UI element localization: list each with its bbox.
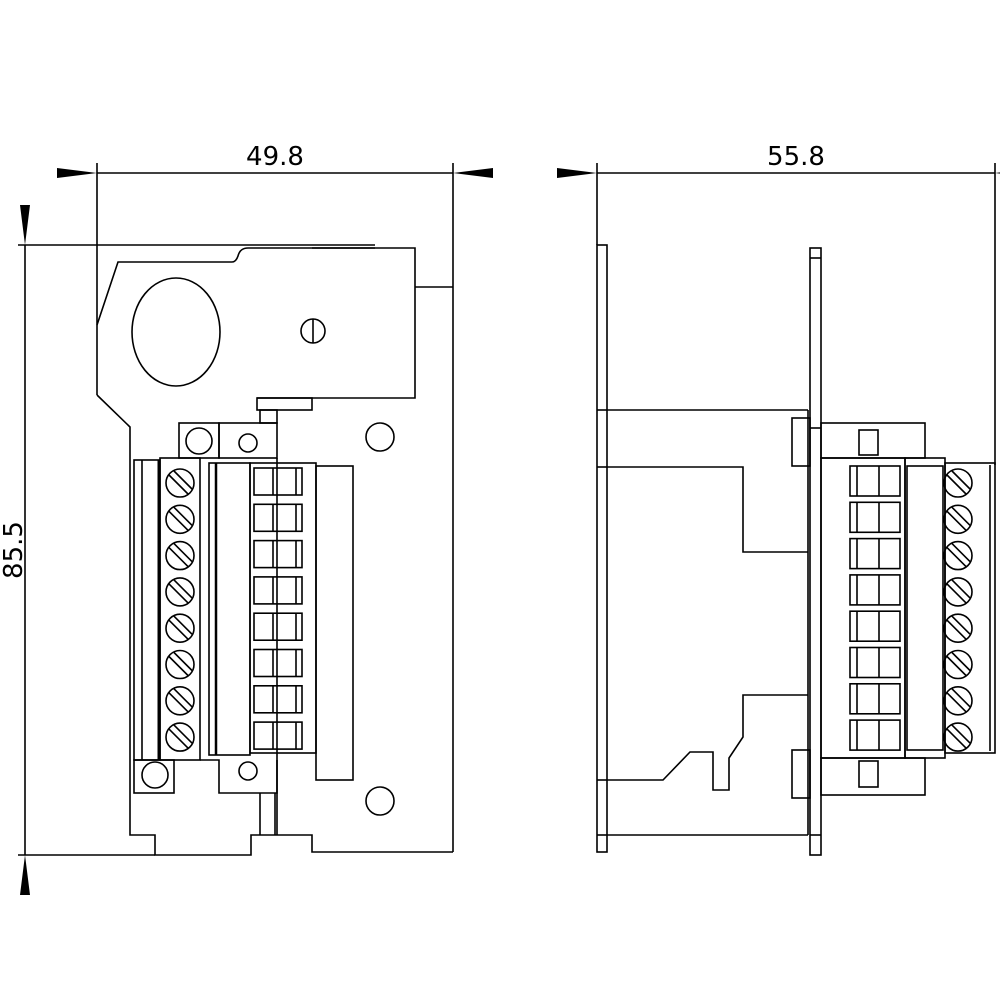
- oval-hole: [131, 277, 221, 387]
- side-terminals: [849, 465, 973, 752]
- wire-entry: [253, 684, 303, 714]
- mounting-hole: [365, 786, 395, 816]
- mounting-bracket: [96, 247, 416, 399]
- terminal-screw-icon: [943, 468, 973, 498]
- terminal-screw-icon: [165, 722, 195, 752]
- wire-entry: [253, 648, 303, 678]
- wire-entry: [253, 612, 303, 642]
- terminal-screw-icon: [943, 577, 973, 607]
- wire-entry: [253, 539, 303, 569]
- terminal-screw-icon: [165, 649, 195, 680]
- terminal-screw-icon: [943, 722, 973, 752]
- wire-entry: [849, 646, 901, 679]
- wire-entry: [849, 682, 901, 715]
- front-width-dimension: 49.8: [57, 142, 493, 852]
- wire-entry: [253, 576, 303, 605]
- wire-entry: [253, 721, 303, 750]
- terminal-screw-icon: [165, 504, 195, 535]
- terminal-screw-icon: [165, 613, 195, 644]
- mounting-hole: [365, 422, 395, 452]
- side-view: [596, 244, 996, 856]
- screw-icon: [300, 318, 326, 344]
- front-view: [96, 247, 453, 856]
- front-height-dimension: 85.5: [0, 205, 375, 895]
- terminal-screw-icon: [165, 540, 195, 571]
- terminal-screw-icon: [943, 504, 973, 535]
- terminal-screw-icon: [943, 613, 973, 644]
- front-plate: [809, 247, 822, 856]
- terminal-screw-icon: [943, 685, 973, 716]
- wire-entry: [849, 719, 901, 751]
- terminal-screw-icon: [165, 685, 195, 716]
- wire-entry: [253, 503, 303, 533]
- front-width-label: 49.8: [246, 142, 304, 172]
- wire-entry: [849, 501, 901, 534]
- wire-entry: [849, 537, 901, 570]
- wire-entry: [849, 610, 901, 643]
- wire-entry: [849, 465, 901, 497]
- front-height-label: 85.5: [0, 521, 29, 579]
- side-depth-label: 55.8: [767, 142, 825, 172]
- side-depth-dimension: 55.8: [557, 142, 1000, 465]
- wire-entry: [253, 467, 303, 496]
- terminal-screw-icon: [165, 468, 195, 498]
- base-plate: [96, 394, 453, 856]
- terminal-screw-icon: [165, 577, 195, 607]
- terminal-screw-icon: [943, 540, 973, 571]
- front-terminals: [165, 467, 303, 752]
- terminal-screw-icon: [943, 649, 973, 680]
- rear-plate: [596, 244, 608, 853]
- wire-entry: [849, 574, 901, 606]
